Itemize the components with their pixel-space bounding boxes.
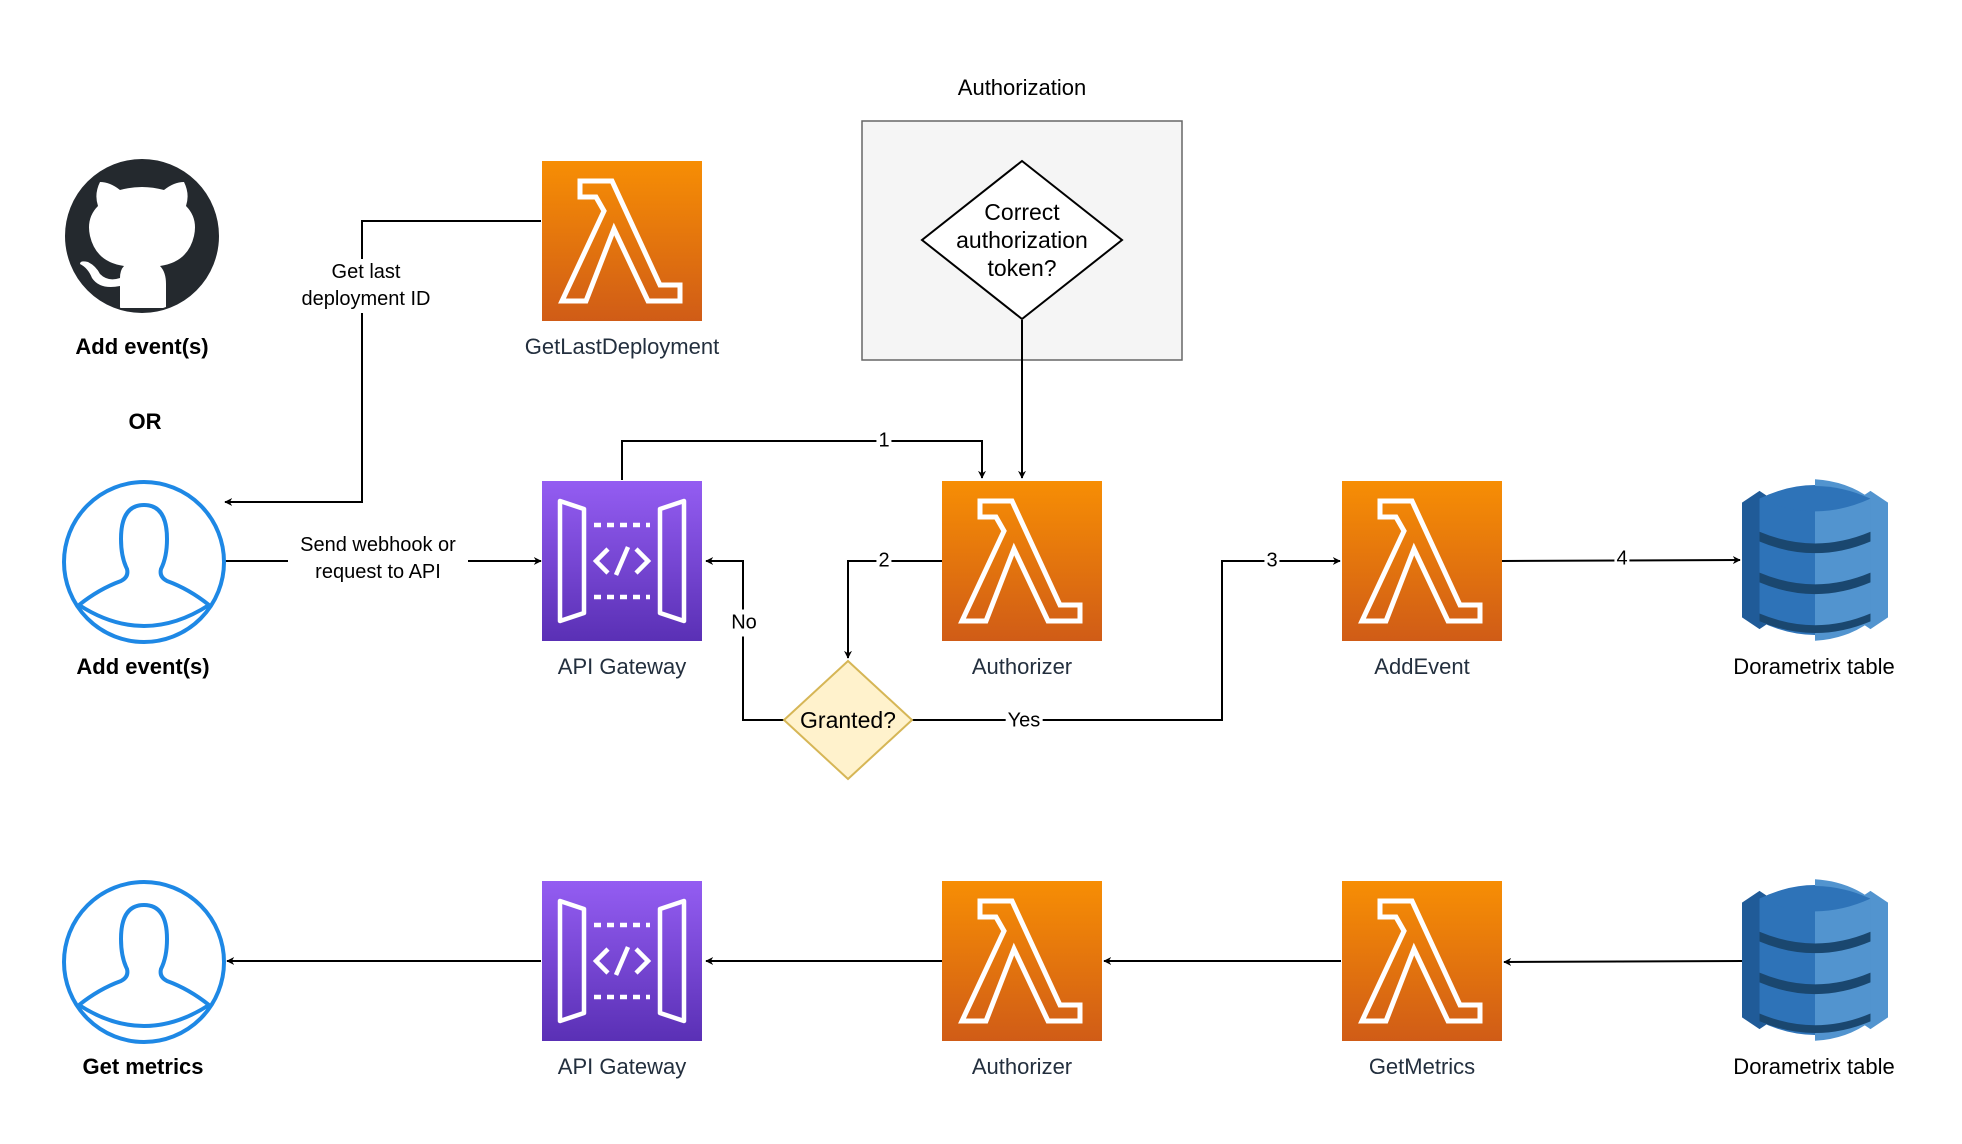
edge-step-2 [844, 560, 942, 659]
edge-step-1 [621, 440, 986, 480]
github-label: Add event(s) [75, 334, 209, 359]
edge-label-send-webhook: Send webhook or request to API [288, 532, 468, 586]
api-gateway-label: API Gateway [557, 1054, 687, 1079]
edge-label-step-4: 4 [1614, 545, 1630, 573]
user-get-label: Get metrics [82, 1054, 204, 1079]
lambda-icon [942, 881, 1102, 1041]
edge-label-no: No [729, 609, 759, 637]
authorizer-label: Authorizer [971, 1054, 1073, 1079]
edge-no [705, 557, 784, 721]
user-icon [62, 880, 226, 1044]
lambda-icon [542, 161, 702, 321]
lambda-icon [942, 481, 1102, 641]
auth-token-decision-text: Correct authorization token? [956, 199, 1088, 281]
authorizer-label: Authorizer [971, 654, 1073, 679]
edge-label-step-3: 3 [1264, 547, 1280, 575]
auth-token-decision [920, 159, 1124, 321]
edge-label-yes: Yes [1005, 707, 1043, 735]
edge-yes-step-3 [912, 557, 1341, 721]
dorametrix-table-label: Dorametrix table [1733, 654, 1895, 679]
dorametrix-table-label: Dorametrix table [1733, 1054, 1895, 1079]
add-event-label: AddEvent [1374, 654, 1470, 679]
get-metrics-label: GetMetrics [1368, 1054, 1476, 1079]
dynamodb-icon [1742, 879, 1888, 1041]
or-label: OR [128, 409, 162, 434]
dynamodb-icon [1742, 479, 1888, 641]
granted-decision-text: Granted? [800, 707, 896, 733]
edge-get-last-deployment-id [224, 220, 541, 506]
api-gateway-label: API Gateway [557, 654, 687, 679]
get-last-deployment-label: GetLastDeployment [524, 334, 720, 359]
granted-decision [782, 659, 914, 781]
api-gateway-icon [542, 481, 702, 641]
lambda-icon [1342, 481, 1502, 641]
api-gateway-icon [542, 881, 702, 1041]
edge-label-get-last-deployment-id: Get last deployment ID [290, 259, 442, 313]
edge-dorametrix-to-getmetrics [1503, 957, 1743, 966]
user-icon [62, 480, 226, 644]
lambda-icon [1342, 881, 1502, 1041]
edge-label-step-2: 2 [876, 547, 892, 575]
edge-label-step-1: 1 [876, 427, 892, 455]
authorization-group-title: Authorization [957, 75, 1087, 100]
github-icon [65, 159, 219, 313]
user-add-label: Add event(s) [76, 654, 210, 679]
